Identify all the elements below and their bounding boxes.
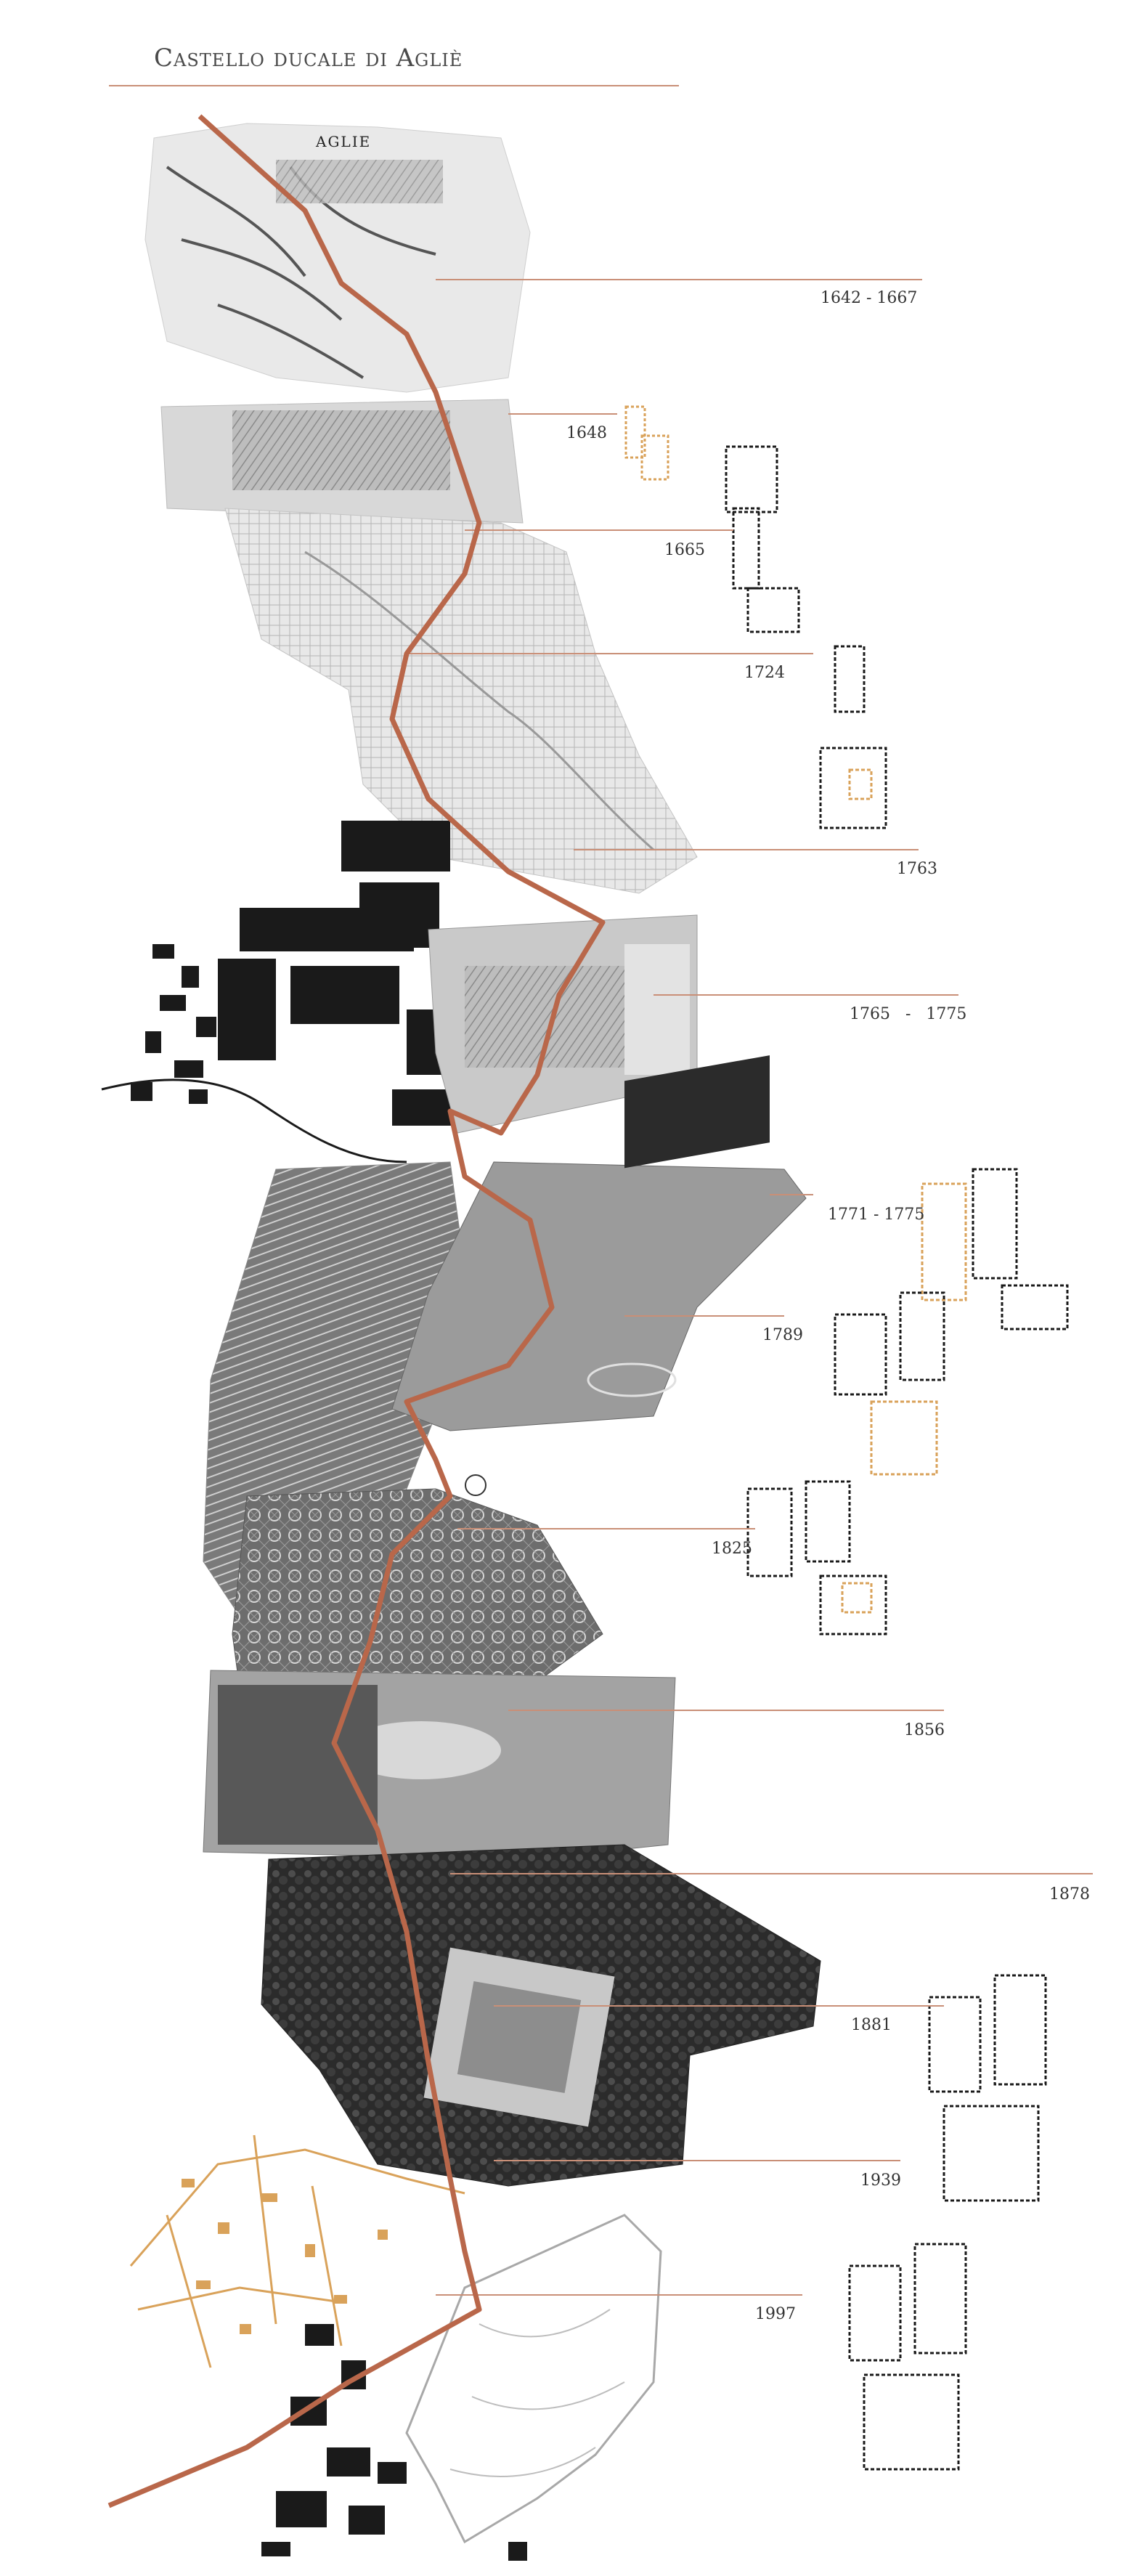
- floorplan-1881: [928, 1974, 1047, 2202]
- year-label-1789: 1789: [762, 1326, 803, 1344]
- panel-topo-map: [224, 508, 698, 894]
- panel-garden-1789: [391, 1161, 807, 1431]
- panel-village-ochre: [129, 2134, 465, 2368]
- year-label-1771: 1771 - 1775: [828, 1206, 925, 1224]
- panel-plan-1763: [218, 821, 516, 1126]
- year-label-1763: 1763: [897, 860, 937, 878]
- floorplan-1997: [848, 2243, 967, 2471]
- year-label-1856: 1856: [904, 1721, 945, 1739]
- panel-village-1763: [131, 944, 216, 1104]
- year-label-1665: 1665: [664, 541, 705, 559]
- date-leader-lines: [407, 279, 1093, 2296]
- panel-park-outline: [405, 2214, 662, 2544]
- year-label-1765: 1765 - 1775: [850, 1005, 967, 1023]
- page-title: Castello ducale di Agliè: [154, 44, 463, 73]
- year-label-1724: 1724: [744, 664, 785, 682]
- timeline-route: [107, 114, 606, 2508]
- panel-village-black: [261, 2324, 527, 2561]
- floorplan-1648: [624, 405, 669, 481]
- year-label-1878: 1878: [1049, 1885, 1090, 1903]
- floorplan-1665: [725, 445, 800, 633]
- year-label-1997: 1997: [755, 2305, 796, 2323]
- floorplan-1771: [921, 1168, 1069, 1330]
- floorplan-1724: [819, 645, 887, 829]
- year-label-1825: 1825: [712, 1540, 752, 1558]
- village-ochre-blocks: [182, 2179, 388, 2334]
- year-label-1648: 1648: [566, 424, 607, 442]
- floorplan-1825: [746, 1480, 887, 1636]
- year-label-1642: 1642 - 1667: [821, 289, 918, 307]
- year-label-1881: 1881: [851, 2016, 892, 2034]
- floorplan-1789: [834, 1291, 945, 1476]
- year-label-1939: 1939: [860, 2171, 901, 2190]
- map-label: AGLIE: [316, 133, 372, 150]
